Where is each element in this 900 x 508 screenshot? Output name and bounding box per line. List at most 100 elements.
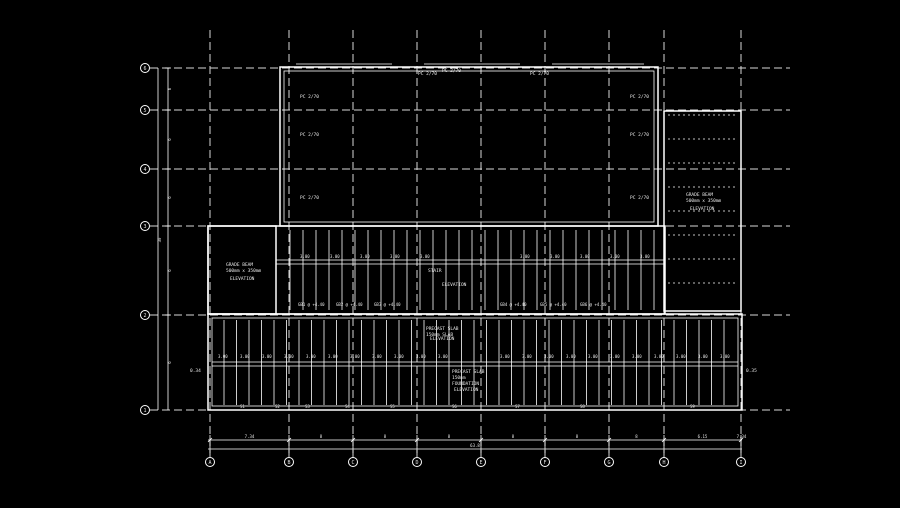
slab-mark: S1: [240, 404, 245, 409]
pc-label: PC 2/70: [300, 132, 319, 138]
left-dim-overall-text: 30: [157, 237, 162, 242]
grid-bubble-circle: [140, 310, 150, 320]
spacing-label: 3.00: [262, 354, 272, 359]
upper-block-outline: [279, 66, 659, 227]
grade-beam-left-2: 500mm x 350mm: [226, 268, 262, 274]
column-bubble-g: G: [604, 455, 614, 467]
spacing-label: 3.00: [676, 354, 686, 359]
grid-bubble-label: H: [662, 460, 665, 466]
column-bubble-a: A: [205, 455, 215, 467]
grid-bubble-circle: [140, 105, 150, 115]
dim-text: 6.15: [698, 434, 708, 439]
spacing-label: 3.00: [416, 354, 426, 359]
spacing-label: 3.00: [610, 254, 620, 259]
spacing-label: 3.00: [580, 254, 590, 259]
column-bubbles: A B C D E F G H I: [205, 455, 746, 467]
spacing-label: 3.00: [550, 254, 560, 259]
pc-label: PC 2/70: [300, 94, 319, 100]
slab-mark: S9: [690, 404, 695, 409]
spacing-label: 3.00: [328, 354, 338, 359]
spacing-label: 3.00: [306, 354, 316, 359]
precast-lower-4: ELEVATION: [454, 387, 479, 393]
typical-spacing-labels: 3.00 3.00 3.00 3.00 3.00 3.00 3.00 3.00 3.00 3.00…: [218, 254, 730, 359]
dim-text: 7.34: [737, 434, 747, 439]
slab-mark: S3: [305, 404, 310, 409]
spacing-label: 3.00: [350, 354, 360, 359]
dim-text: 8: [320, 434, 323, 439]
building-walls: [207, 63, 743, 411]
side-mark-right: 0.35: [746, 368, 757, 374]
column-bubble-i: I: [736, 455, 746, 467]
slab-mark: S6: [452, 404, 457, 409]
grid-bubble-label: E: [479, 460, 482, 466]
grid-bubble-label: C: [351, 460, 354, 466]
pc-label: PC 2/70: [630, 94, 649, 100]
column-bubble-c: C: [348, 455, 358, 467]
grade-beam-left-1: GRADE BEAM: [226, 262, 253, 268]
spacing-label: 3.00: [360, 254, 370, 259]
slab-mark: S8: [580, 404, 585, 409]
dim-text: 8: [448, 434, 451, 439]
slab-mark: S2: [275, 404, 280, 409]
spacing-label: 3.00: [500, 354, 510, 359]
spacing-label: 3.00: [720, 354, 730, 359]
spacing-label: 3.00: [284, 354, 294, 359]
grid-bubble-circle: [140, 164, 150, 174]
beam-elevation-label: GB5 @ +4.40: [540, 302, 567, 307]
bottom-dimension-lines: [208, 439, 742, 450]
grade-beam-right-1: GRADE BEAM: [686, 192, 713, 198]
grid-bubble-label: D: [415, 460, 418, 466]
spacing-label: 3.00: [300, 254, 310, 259]
spacing-label: 3.00: [632, 354, 642, 359]
column-bubble-e: E: [476, 455, 486, 467]
grid-bubble-label: B: [287, 460, 290, 466]
spacing-label: 3.00: [566, 354, 576, 359]
precast-center-2: 150mm SLAB: [426, 332, 453, 338]
precast-lower-2: 150mm: [452, 375, 466, 381]
grid-bubble-circle: [140, 405, 150, 415]
column-bubble-b: B: [284, 455, 294, 467]
grid-bubble-label: 4: [143, 167, 146, 173]
spacing-label: 3.00: [520, 254, 530, 259]
precast-lower-1: PRECAST SLAB: [452, 369, 485, 375]
grid-bubble-label: 2: [143, 313, 146, 319]
dim-overall-text: 63.8: [470, 443, 480, 448]
precast-center-3: ELEVATION: [430, 336, 455, 342]
left-dim-text: 6: [167, 87, 172, 90]
beam-elevation-label: GB1 @ +4.40: [298, 302, 325, 307]
grid-bubble-circle: [140, 63, 150, 73]
grade-beam-right-2: 500mm x 350mm: [686, 198, 722, 204]
grid-bubble-label: F: [543, 460, 546, 466]
dimension-ticks: [207, 435, 744, 453]
side-mark-left: 0.34: [190, 368, 201, 374]
upper-block-inner: [283, 70, 655, 223]
lower-strip-outline: [207, 313, 743, 411]
pc-label: PC 2/70: [418, 71, 437, 77]
spacing-label: 3.00: [640, 254, 650, 259]
spacing-label: 3.00: [330, 254, 340, 259]
slab-mark: S4: [345, 404, 350, 409]
column-bubble-d: D: [412, 455, 422, 467]
spacing-label: 3.00: [522, 354, 532, 359]
grade-beam-right-3: ELEVATION: [690, 206, 715, 212]
pc-label: PC 2/70: [300, 195, 319, 201]
row-bubble-1: 1: [140, 405, 150, 415]
column-bubble-h: H: [659, 455, 669, 467]
right-annex-outline: [663, 110, 742, 312]
beam-elevation-label: GB4 @ +4.40: [500, 302, 527, 307]
spacing-label: 3.00: [698, 354, 708, 359]
pc-label: PC 2/70: [630, 132, 649, 138]
spacing-label: 3.00: [588, 354, 598, 359]
spacing-label: 3.00: [610, 354, 620, 359]
spacing-label: 3.00: [390, 254, 400, 259]
row-bubble-5: 5: [140, 105, 150, 115]
pc-label: PC 2/70: [442, 68, 461, 74]
beam-elevation-label: GB3 @ +4.40: [374, 302, 401, 307]
spacing-label: 3.00: [218, 354, 228, 359]
dim-text: 8: [576, 434, 579, 439]
spacing-label: 3.00: [394, 354, 404, 359]
